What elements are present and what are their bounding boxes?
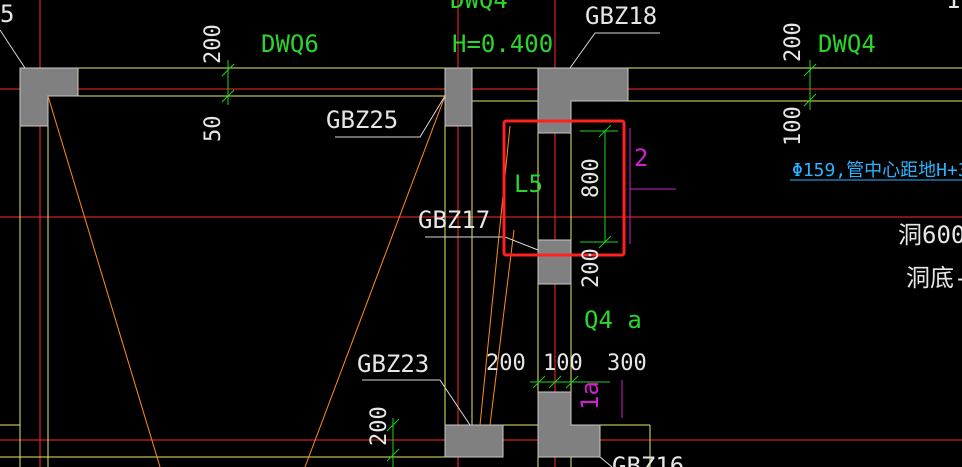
label-gbz23[interactable]: GBZ23 [357,350,429,378]
label-gbz17[interactable]: GBZ17 [418,206,490,234]
label-q4a[interactable]: Q4 a [584,306,642,334]
label-gbz25[interactable]: GBZ25 [326,106,398,134]
dim-text-200b: 200 [781,22,806,62]
dim-tick-200a-2 [221,89,235,103]
label-top-left-fragment: 5 [0,0,14,28]
label-mark-1a: 1a [576,381,604,410]
dim-tick-800-2 [598,235,612,249]
label-top-right-fragment: 11 [946,0,962,14]
dim-tick-h-3 [565,375,579,389]
column-gbz25[interactable] [444,67,473,127]
dim-text-100-h: 100 [543,351,583,376]
label-dwq4-right[interactable]: DWQ4 [818,30,876,58]
dim-tick-h-2 [548,375,562,389]
column-gbz23[interactable] [444,424,504,458]
orange-lines [47,95,515,467]
dim-text-200-bottom: 200 [367,406,392,446]
white-dimension-text: 200 50 200 100 800 200 200 100 300 200 [201,22,806,446]
label-l5[interactable]: L5 [514,170,543,198]
dim-tick-h-1 [532,375,546,389]
columns [19,67,629,458]
dim-text-200-below: 200 [579,248,604,288]
orange-diagonal-left [47,95,161,467]
column-gbz17[interactable] [537,239,572,285]
dim-tick-200-bottom-2 [386,448,400,462]
label-hole-size: 洞600 [898,221,962,249]
orange-diagonal-right [304,95,446,467]
label-mark-2: 2 [634,144,648,172]
selection-rectangle-icon[interactable] [502,119,626,257]
label-hole-bottom: 洞底-1 [906,264,962,292]
label-pipe-note[interactable]: Φ159,管中心距地H+3 [792,160,962,181]
green-labels: DWQ4 H=0.400 DWQ6 DWQ4 L5 Q4 a [261,0,876,334]
dim-text-200-h: 200 [486,351,526,376]
dimension-lines [221,60,817,467]
leader-gbz25 [335,95,446,138]
dim-tick-200a-1 [221,63,235,77]
dim-text-300-h: 300 [607,351,647,376]
leader-gbz16 [599,456,613,467]
leader-top-left [0,29,26,69]
leader-gbz18 [569,32,660,69]
column-bottom-core[interactable] [537,391,601,458]
leader-lines [0,29,660,467]
orange-line-core-small [489,229,515,426]
label-dwq4-top[interactable]: DWQ4 [450,0,508,14]
dim-tick-200-bottom-1 [386,418,400,432]
label-gbz18[interactable]: GBZ18 [585,2,657,30]
label-dwq6[interactable]: DWQ6 [261,30,319,58]
dim-text-100-right: 100 [781,106,806,146]
column-top-left[interactable] [19,67,79,127]
dim-tick-200b-1 [803,63,817,77]
dim-text-50: 50 [201,116,226,143]
dim-text-800: 800 [579,158,604,198]
magenta-marks [621,128,676,418]
leader-gbz17 [425,236,539,251]
dim-tick-200b-2 [803,93,817,107]
magenta-labels: 2 1a [576,144,648,410]
dim-tick-800-1 [598,124,612,138]
label-gbz16[interactable]: GBZ16 [612,452,684,467]
label-h-elevation: H=0.400 [452,30,553,58]
leader-gbz23 [362,379,471,426]
dim-text-200a: 200 [201,24,226,64]
column-gbz18[interactable] [537,67,629,134]
wall-lines [0,67,962,467]
